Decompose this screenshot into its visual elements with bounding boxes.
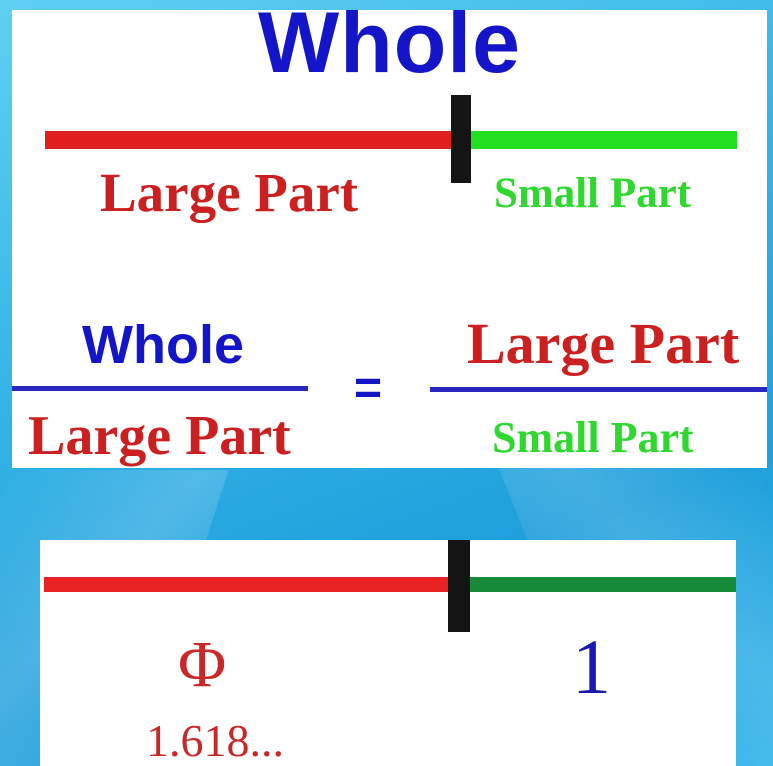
golden-ratio-definition-panel: Whole Large Part Small Part Whole Large … [12,10,767,468]
unit-value-label: 1 [572,623,611,710]
phi-segment [44,577,452,592]
segment-divider-mark [448,540,470,632]
phi-symbol-label: Φ [178,628,227,701]
large-part-segment [45,131,463,149]
left-fraction-numerator: Whole [82,315,244,375]
unit-segment [452,577,736,592]
left-fraction-denominator: Large Part [28,405,291,467]
small-part-segment [463,131,737,149]
small-part-label: Small Part [494,170,692,217]
equals-sign: = [354,362,383,415]
large-part-label: Large Part [100,162,359,223]
left-fraction-bar [12,386,308,391]
right-fraction-bar [430,387,767,392]
segment-divider-mark [451,95,471,183]
golden-ratio-value-panel: Φ 1 1.618... [40,540,736,766]
right-fraction-denominator: Small Part [492,413,694,462]
whole-title: Whole [258,10,521,91]
right-fraction-numerator: Large Part [467,311,740,376]
phi-decimal-value: 1.618... [146,715,284,766]
